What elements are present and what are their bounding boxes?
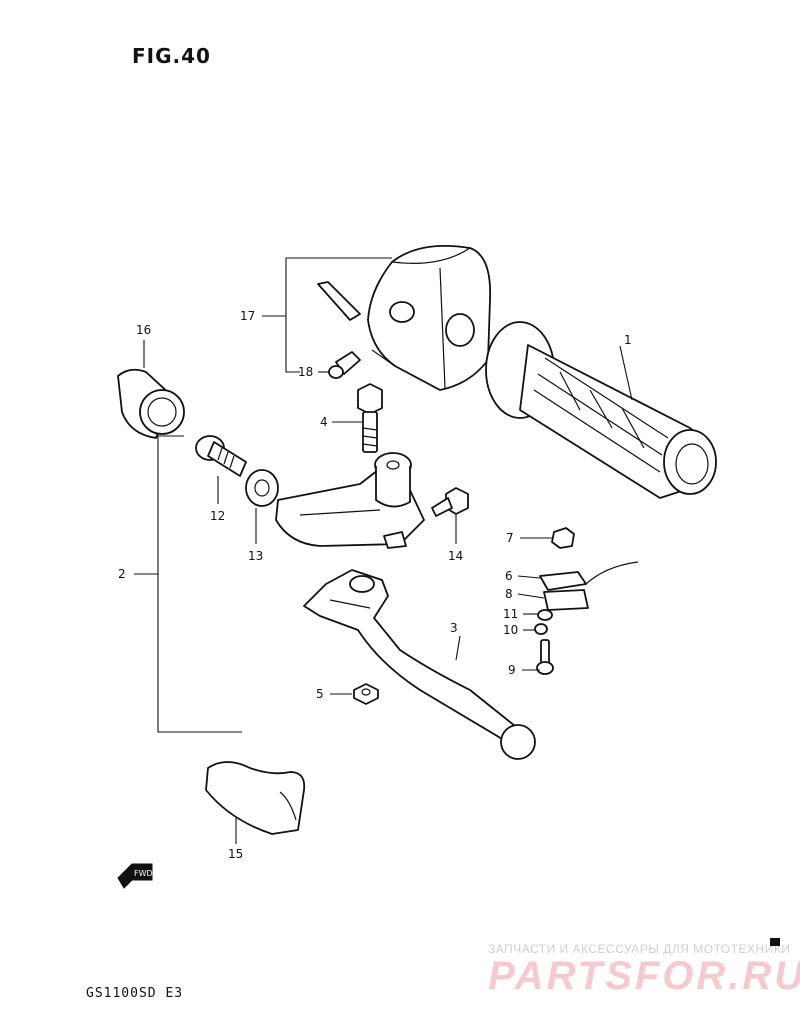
locknut-part xyxy=(245,469,279,507)
callout-11: 11 xyxy=(503,607,518,621)
screw-9-part xyxy=(536,639,554,675)
adjuster-bolt-part xyxy=(195,435,247,477)
callout-numbers: 1 2 3 4 5 6 7 8 9 10 11 12 13 14 15 16 1… xyxy=(118,309,632,861)
fwd-arrow-icon: FWD xyxy=(117,863,153,889)
callout-10: 10 xyxy=(503,623,518,637)
callout-13: 13 xyxy=(248,549,263,563)
watermark-logo: PARTSFOR.RU xyxy=(488,954,800,998)
callout-18: 18 xyxy=(298,365,313,379)
switch-housing-part xyxy=(317,245,492,391)
washer-part xyxy=(537,609,553,621)
switch-7-part xyxy=(551,527,575,549)
clutch-lever-part xyxy=(303,569,536,760)
bolt-4-part xyxy=(357,383,383,453)
callout-1: 1 xyxy=(624,333,632,347)
lever-cover-part xyxy=(205,761,306,835)
fwd-label: FWD xyxy=(134,869,153,878)
callout-9: 9 xyxy=(508,663,516,677)
figure-title: FIG.40 xyxy=(132,44,211,68)
callout-2: 2 xyxy=(118,567,126,581)
model-label: GS1100SD E3 xyxy=(86,986,184,1001)
leader-lines xyxy=(134,257,633,844)
nut-10-part xyxy=(534,623,548,635)
callout-3: 3 xyxy=(450,621,458,635)
callout-5: 5 xyxy=(316,687,324,701)
grip-part xyxy=(485,321,717,499)
callout-14: 14 xyxy=(448,549,463,563)
callout-15: 15 xyxy=(228,847,243,861)
callout-17: 17 xyxy=(240,309,255,323)
nut-5-part xyxy=(353,683,379,705)
callout-12: 12 xyxy=(210,509,225,523)
screw-18-part xyxy=(328,351,361,379)
boot-part xyxy=(117,368,185,439)
callout-16: 16 xyxy=(136,323,151,337)
watermark-mark xyxy=(770,938,780,946)
screw-14-part xyxy=(431,487,469,517)
switch-assembly-part xyxy=(539,561,639,611)
callout-8: 8 xyxy=(505,587,513,601)
callout-6: 6 xyxy=(505,569,513,583)
watermark-tagline: ЗАПЧАСТИ И АКСЕССУАРЫ ДЛЯ МОТОТЕХНИКИ xyxy=(488,942,791,956)
lever-holder-part xyxy=(275,452,425,549)
callout-7: 7 xyxy=(506,531,514,545)
callout-4: 4 xyxy=(320,415,328,429)
